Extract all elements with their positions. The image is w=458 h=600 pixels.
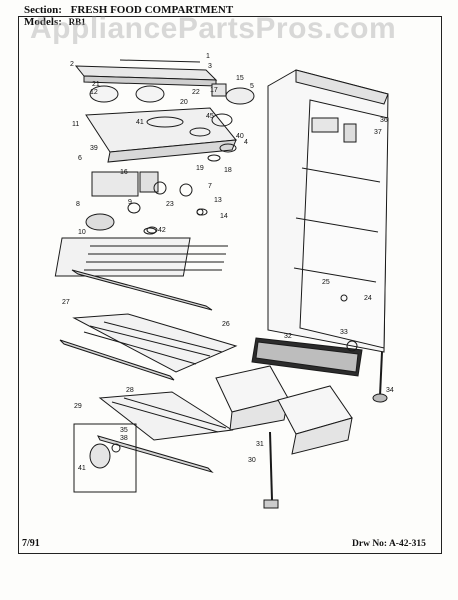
- part-label-34: 34: [386, 387, 394, 394]
- crisper-drawer-left: [215, 365, 289, 431]
- part-label-24: 24: [364, 295, 372, 302]
- lamp-assembly-part: [207, 83, 255, 162]
- part-label-45: 45: [206, 113, 214, 120]
- part-label-14: 14: [220, 213, 228, 220]
- part-label-8: 8: [76, 201, 80, 208]
- part-label-39: 39: [90, 145, 98, 152]
- section-label: Section:: [24, 4, 62, 16]
- revision-date: 7/91: [22, 538, 40, 549]
- part-label-43: 42: [158, 227, 166, 234]
- shelf-upper: [54, 237, 228, 311]
- section-header: Section: FRESH FOOD COMPARTMENT: [24, 4, 233, 16]
- part-label-5: 5: [250, 83, 254, 90]
- part-label-32: 32: [284, 333, 292, 340]
- diagram-border: [18, 16, 442, 554]
- control-housing-part: [85, 85, 237, 163]
- part-label-2: 2: [70, 61, 74, 68]
- part-label-6: 6: [78, 155, 82, 162]
- part-label-12: 12: [90, 89, 98, 96]
- part-label-26: 26: [222, 321, 230, 328]
- part-label-29: 29: [74, 403, 82, 410]
- part-label-19: 19: [196, 165, 204, 172]
- part-label-28: 28: [126, 387, 134, 394]
- part-label-13: 13: [214, 197, 222, 204]
- part-label-35: 35: [120, 427, 128, 434]
- part-label-9: 9: [128, 199, 132, 206]
- part-label-25: 25: [322, 279, 330, 286]
- part-label-10: 10: [78, 229, 86, 236]
- leveling-leg-part: [263, 351, 388, 509]
- part-label-30: 30: [248, 457, 256, 464]
- section-title: FRESH FOOD COMPARTMENT: [70, 4, 234, 16]
- cabinet-liner: [267, 69, 389, 353]
- part-label-23: 23: [166, 201, 174, 208]
- part-label-42: 41: [136, 119, 144, 126]
- shelf-middle: [59, 313, 238, 381]
- part-label-18: 18: [224, 167, 232, 174]
- part-label-38: 38: [120, 435, 128, 442]
- models-value: RB1: [68, 17, 86, 27]
- part-label-22: 22: [192, 89, 200, 96]
- part-label-40: 41: [78, 465, 86, 472]
- part-label-37: 37: [374, 129, 382, 136]
- part-label-4: 4: [244, 139, 248, 146]
- part-number-labels: 1 3 2 15 5 17 22 20 21 11 41 45 40 4 39 …: [62, 53, 394, 472]
- thermostat-parts: [85, 171, 208, 235]
- part-label-21: 21: [92, 81, 100, 88]
- watermark: AppliancePartsPros.com: [30, 12, 397, 45]
- part-label-11: 11: [72, 121, 79, 128]
- detail-inset-box: [73, 423, 137, 493]
- drawing-number: Drw No: A-42-315: [352, 539, 426, 549]
- crisper-cover-shelf: [97, 391, 234, 474]
- part-label-15: 15: [236, 75, 244, 82]
- part-label-33: 33: [340, 329, 348, 336]
- crisper-rail-trim: [251, 337, 363, 377]
- models-label: Models:: [24, 16, 62, 28]
- part-label-36: 36: [380, 117, 388, 124]
- part-label-27: 27: [62, 299, 70, 306]
- models-header: Models: RB1: [24, 16, 86, 28]
- part-label-31: 31: [256, 441, 264, 448]
- fastener-parts: [146, 208, 358, 352]
- part-label-1: 1: [206, 53, 210, 60]
- part-label-3: 3: [208, 63, 212, 70]
- part-label-41: 40: [236, 133, 244, 140]
- part-label-17: 17: [210, 87, 218, 94]
- part-label-16: 16: [120, 169, 128, 176]
- part-label-7: 7: [208, 183, 212, 190]
- crisper-drawer-right: [277, 385, 353, 455]
- part-label-20: 20: [180, 99, 188, 106]
